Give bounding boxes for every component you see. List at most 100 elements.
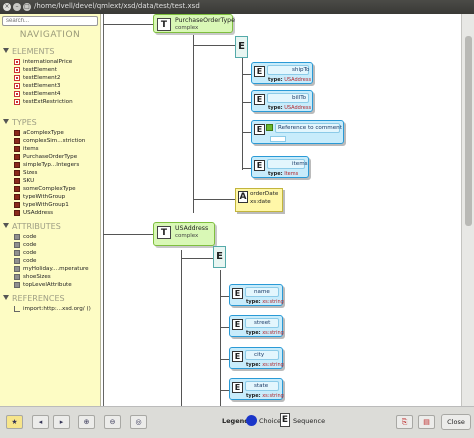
sequence-node-icon[interactable]: E <box>235 36 248 58</box>
attribute-name: orderDate <box>250 191 279 197</box>
element-node-street[interactable]: E street type: xs:string <box>229 315 284 337</box>
section-attributes-header[interactable]: ATTRIBUTES <box>3 222 61 231</box>
element-badge-icon: E <box>254 94 265 105</box>
element-badge-icon: E <box>232 351 243 362</box>
vertical-scrollbar[interactable] <box>461 14 474 406</box>
type-node-kind: complex <box>175 233 199 239</box>
connector-line <box>242 58 243 170</box>
type-node-kind: complex <box>175 25 199 31</box>
diagram-canvas[interactable]: T PurchaseOrderType complex E E shipTo t… <box>101 14 461 406</box>
close-window-icon[interactable]: × <box>3 3 11 11</box>
nav-item-element[interactable]: testElement4 <box>14 90 60 98</box>
home-button[interactable]: ★ <box>6 415 23 429</box>
type-icon <box>14 162 20 168</box>
attribute-icon <box>14 250 20 256</box>
nav-item-type[interactable]: aComplexType <box>14 129 64 137</box>
connector-line <box>220 390 229 391</box>
star-icon: ★ <box>11 418 18 426</box>
element-badge-icon: E <box>232 382 243 393</box>
print-button[interactable]: ▤ <box>418 415 435 429</box>
connector-line <box>220 270 221 406</box>
search-input[interactable] <box>2 16 98 26</box>
element-node-state[interactable]: E state type: xs:string <box>229 378 284 400</box>
attribute-icon <box>14 242 20 248</box>
print-icon: ▤ <box>423 418 430 426</box>
nav-item-type[interactable]: typeWithGroup <box>14 193 65 201</box>
sequence-legend-label: Sequence <box>293 417 326 425</box>
nav-item-type[interactable]: items <box>14 145 39 153</box>
nav-item-element[interactable]: testElement2 <box>14 74 60 82</box>
bottom-toolbar: ★ ◂ ▸ ⊕ ⊖ ◎ Legend: Choice E Sequence ⎘ … <box>0 406 474 438</box>
connector-line <box>103 234 153 235</box>
type-node-purchaseordertype[interactable]: T PurchaseOrderType complex <box>153 14 235 33</box>
attribute-icon <box>14 266 20 272</box>
element-icon <box>14 99 20 105</box>
type-icon <box>14 202 20 208</box>
close-button[interactable]: Close <box>441 414 471 430</box>
section-types-header[interactable]: TYPES <box>3 118 37 127</box>
element-node-city[interactable]: E city type: xs:string <box>229 347 284 369</box>
nav-item-attribute[interactable]: topLevelAttribute <box>14 281 72 289</box>
minimize-window-icon[interactable]: – <box>13 3 21 11</box>
connector-line <box>220 327 229 328</box>
type-node-usaddress[interactable]: T USAddress complex <box>153 222 215 246</box>
section-references-header[interactable]: REFERENCES <box>3 294 65 303</box>
nav-item-type[interactable]: PurchaseOrderType <box>14 153 77 161</box>
window-title: /home/lvell/devel/qmlext/xsd/data/test/t… <box>34 2 200 10</box>
element-node-comment-reference[interactable]: E Reference to comment <box>251 120 344 144</box>
element-type: type: USAddress <box>268 77 312 83</box>
element-name: name <box>254 289 270 295</box>
element-badge-icon: E <box>254 160 265 171</box>
connector-line <box>181 258 213 259</box>
arrow-right-icon: ▸ <box>59 418 64 426</box>
nav-item-attribute[interactable]: code <box>14 257 37 265</box>
type-icon <box>14 146 20 152</box>
nav-item-type[interactable]: complexSim...striction <box>14 137 85 145</box>
choice-legend-label: Choice <box>259 417 282 425</box>
connector-line <box>193 33 194 213</box>
nav-item-type[interactable]: someComplexType <box>14 185 76 193</box>
scrollbar-thumb[interactable] <box>465 36 472 226</box>
element-node-billto[interactable]: E billTo type: USAddress <box>251 90 313 112</box>
navigation-sidebar: NAVIGATION ELEMENTS internationalPrice t… <box>0 14 101 406</box>
section-elements-header[interactable]: ELEMENTS <box>3 47 54 56</box>
maximize-window-icon[interactable]: □ <box>23 3 31 11</box>
nav-item-type[interactable]: Sizes <box>14 169 37 177</box>
nav-item-element[interactable]: internationalPrice <box>14 58 72 66</box>
element-type: type: xs:string <box>246 299 284 305</box>
nav-item-type[interactable]: simpleTyp...Integers <box>14 161 79 169</box>
export-button[interactable]: ⎘ <box>396 415 413 429</box>
legend-label: Legend: <box>222 417 252 425</box>
sequence-node-icon[interactable]: E <box>213 246 226 268</box>
zoom-reset-button[interactable]: ◎ <box>130 415 147 429</box>
nav-item-element[interactable]: testElement <box>14 66 57 74</box>
nav-item-attribute[interactable]: myHoliday....mperature <box>14 265 89 273</box>
element-icon <box>14 91 20 97</box>
reference-expand-field[interactable] <box>270 136 286 142</box>
connector-line <box>242 132 251 133</box>
nav-item-reference[interactable]: import:http:...xsd.org/ () <box>14 305 91 313</box>
nav-item-attribute[interactable]: code <box>14 233 37 241</box>
forward-button[interactable]: ▸ <box>53 415 70 429</box>
element-name: state <box>254 383 269 389</box>
zoom-out-icon: ⊖ <box>109 418 116 426</box>
nav-item-type[interactable]: typeWithGroup1 <box>14 201 69 209</box>
collapse-triangle-icon <box>3 48 9 53</box>
sequence-legend-icon: E <box>280 413 290 427</box>
attribute-node-orderdate[interactable]: A orderDate xs:date <box>235 188 283 212</box>
zoom-in-button[interactable]: ⊕ <box>78 415 95 429</box>
nav-item-attribute[interactable]: code <box>14 241 37 249</box>
element-node-items[interactable]: E items type: Items <box>251 156 309 178</box>
nav-item-attribute[interactable]: shoeSizes <box>14 273 51 281</box>
type-icon <box>14 130 20 136</box>
element-node-name[interactable]: E name type: xs:string <box>229 284 284 306</box>
nav-item-attribute[interactable]: code <box>14 249 37 257</box>
nav-item-type[interactable]: SKU <box>14 177 34 185</box>
nav-item-element[interactable]: testElement3 <box>14 82 60 90</box>
collapse-triangle-icon <box>3 119 9 124</box>
element-node-shipto[interactable]: E shipTo type: USAddress <box>251 62 313 84</box>
zoom-out-button[interactable]: ⊖ <box>104 415 121 429</box>
nav-item-element[interactable]: testExtRestriction <box>14 98 73 106</box>
back-button[interactable]: ◂ <box>32 415 49 429</box>
nav-item-type[interactable]: USAddress <box>14 209 53 217</box>
